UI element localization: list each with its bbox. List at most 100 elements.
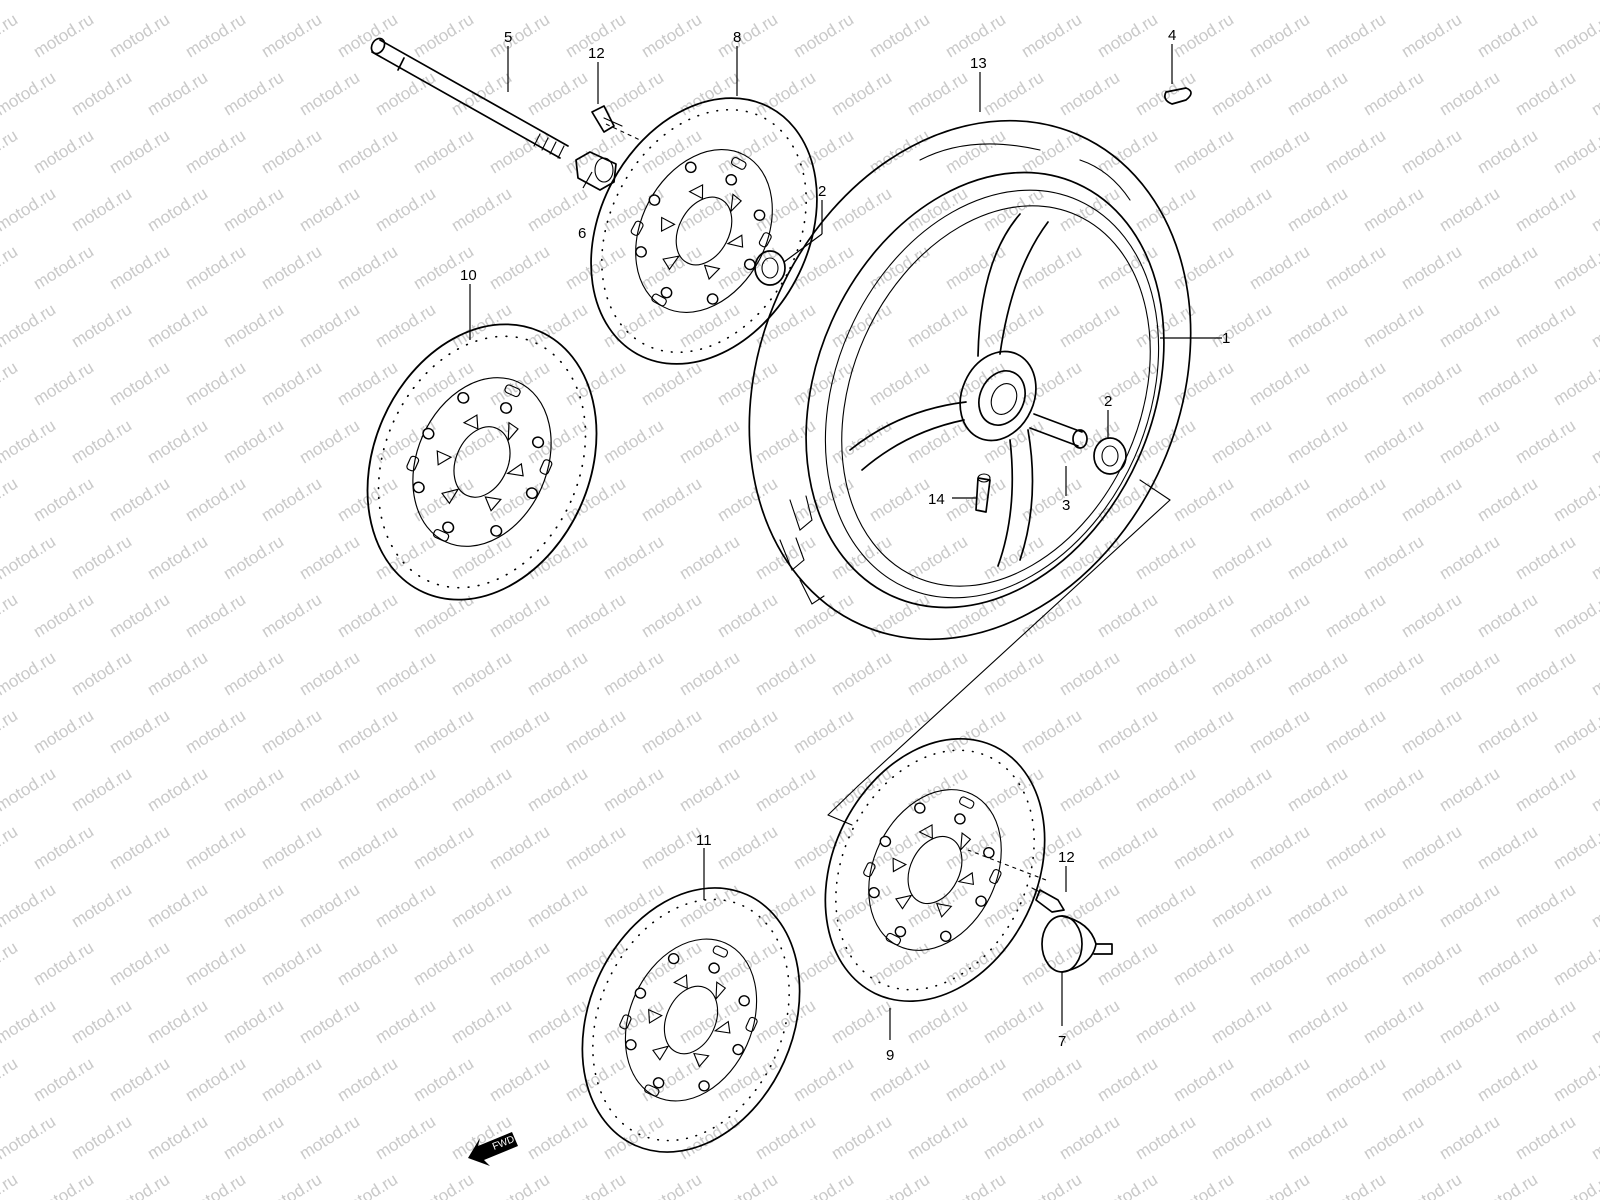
watermark-text: motod.ru: [676, 996, 743, 1048]
watermark-text: motod.ru: [1550, 822, 1600, 874]
watermark-text: motod.ru: [676, 1112, 743, 1164]
watermark-text: motod.ru: [1322, 706, 1389, 758]
watermark-text: motod.ru: [1208, 648, 1275, 700]
valve: [975, 473, 991, 513]
watermark-text: motod.ru: [562, 474, 629, 526]
watermark-text: motod.ru: [1436, 648, 1503, 700]
watermark-text: motod.ru: [1512, 0, 1579, 3]
watermark-text: motod.ru: [144, 880, 211, 932]
watermark-text: motod.ru: [1018, 706, 1085, 758]
watermark-text: motod.ru: [486, 126, 553, 178]
watermark-text: motod.ru: [1018, 358, 1085, 410]
watermark-text: motod.ru: [68, 648, 135, 700]
watermark-text: motod.ru: [372, 184, 439, 236]
watermark-text: motod.ru: [296, 68, 363, 120]
watermark-text: motod.ru: [106, 242, 173, 294]
watermark-text: motod.ru: [1550, 358, 1600, 410]
watermark-text: motod.ru: [144, 764, 211, 816]
watermark-text: motod.ru: [980, 0, 1047, 3]
watermark-text: motod.ru: [486, 10, 553, 62]
watermark-text: motod.ru: [752, 996, 819, 1048]
watermark-text: motod.ru: [1170, 1170, 1237, 1200]
watermark-text: motod.ru: [1588, 648, 1600, 700]
watermark-text: motod.ru: [980, 300, 1047, 352]
watermark-text: motod.ru: [1322, 1054, 1389, 1106]
bearing-lower: [1093, 437, 1127, 475]
watermark-text: motod.ru: [1588, 1112, 1600, 1164]
watermark-text: motod.ru: [1132, 1112, 1199, 1164]
watermark-text: motod.ru: [1474, 358, 1541, 410]
watermark-text: motod.ru: [1208, 764, 1275, 816]
watermark-text: motod.ru: [524, 300, 591, 352]
watermark-text: motod.ru: [296, 416, 363, 468]
watermark-text: motod.ru: [1436, 0, 1503, 3]
watermark-text: motod.ru: [334, 1170, 401, 1200]
watermark-text: motod.ru: [1360, 648, 1427, 700]
watermark-text: motod.ru: [1132, 184, 1199, 236]
watermark-text: motod.ru: [828, 648, 895, 700]
watermark-text: motod.ru: [752, 68, 819, 120]
watermark-text: motod.ru: [334, 822, 401, 874]
watermark-text: motod.ru: [334, 706, 401, 758]
watermark-text: motod.ru: [486, 590, 553, 642]
watermark-text: motod.ru: [942, 706, 1009, 758]
watermark-text: motod.ru: [1018, 822, 1085, 874]
watermark-text: motod.ru: [1436, 300, 1503, 352]
watermark-text: motod.ru: [1436, 532, 1503, 584]
watermark-text: motod.ru: [1398, 126, 1465, 178]
watermark-text: motod.ru: [600, 184, 667, 236]
watermark-text: motod.ru: [1208, 532, 1275, 584]
watermark-text: motod.ru: [334, 590, 401, 642]
watermark-text: motod.ru: [980, 648, 1047, 700]
watermark-text: motod.ru: [1360, 532, 1427, 584]
watermark-text: motod.ru: [410, 938, 477, 990]
watermark-text: motod.ru: [0, 416, 59, 468]
watermark-text: motod.ru: [1512, 996, 1579, 1048]
watermark-text: motod.ru: [410, 1170, 477, 1200]
watermark-text: motod.ru: [372, 68, 439, 120]
watermark-text: motod.ru: [182, 126, 249, 178]
watermark-text: motod.ru: [1094, 10, 1161, 62]
watermark-text: motod.ru: [486, 938, 553, 990]
callout-label: 4: [1168, 27, 1176, 44]
watermark-text: motod.ru: [942, 1054, 1009, 1106]
watermark-text: motod.ru: [144, 996, 211, 1048]
watermark-text: motod.ru: [0, 996, 59, 1048]
watermark-text: motod.ru: [0, 68, 59, 120]
watermark-text: motod.ru: [562, 1170, 629, 1200]
watermark-text: motod.ru: [144, 184, 211, 236]
watermark-text: motod.ru: [1398, 242, 1465, 294]
watermark-text: motod.ru: [30, 822, 97, 874]
watermark-text: motod.ru: [562, 822, 629, 874]
watermark-text: motod.ru: [30, 1054, 97, 1106]
watermark-text: motod.ru: [68, 416, 135, 468]
watermark-text: motod.ru: [1512, 880, 1579, 932]
watermark-text: motod.ru: [942, 242, 1009, 294]
watermark-text: motod.ru: [714, 358, 781, 410]
watermark-text: motod.ru: [68, 880, 135, 932]
disc-bolt-lower: [1031, 887, 1065, 913]
watermark-text: motod.ru: [524, 880, 591, 932]
watermark-text: motod.ru: [1056, 764, 1123, 816]
watermark-text: motod.ru: [828, 880, 895, 932]
watermark-text: motod.ru: [296, 1112, 363, 1164]
watermark-text: motod.ru: [1322, 590, 1389, 642]
watermark-text: motod.ru: [1056, 648, 1123, 700]
watermark-text: motod.ru: [1246, 822, 1313, 874]
watermark-text: motod.ru: [790, 1054, 857, 1106]
watermark-text: motod.ru: [1246, 706, 1313, 758]
watermark-text: motod.ru: [1474, 938, 1541, 990]
watermark-text: motod.ru: [1550, 706, 1600, 758]
watermark-text: motod.ru: [1056, 0, 1123, 3]
watermark-text: motod.ru: [144, 68, 211, 120]
watermark-text: motod.ru: [30, 358, 97, 410]
watermark-text: motod.ru: [448, 416, 515, 468]
watermark-text: motod.ru: [144, 0, 211, 3]
watermark-text: motod.ru: [448, 648, 515, 700]
callout-label: 14: [928, 491, 945, 508]
watermark-text: motod.ru: [296, 880, 363, 932]
watermark-text: motod.ru: [68, 532, 135, 584]
watermark-text: motod.ru: [106, 126, 173, 178]
watermark-text: motod.ru: [904, 996, 971, 1048]
